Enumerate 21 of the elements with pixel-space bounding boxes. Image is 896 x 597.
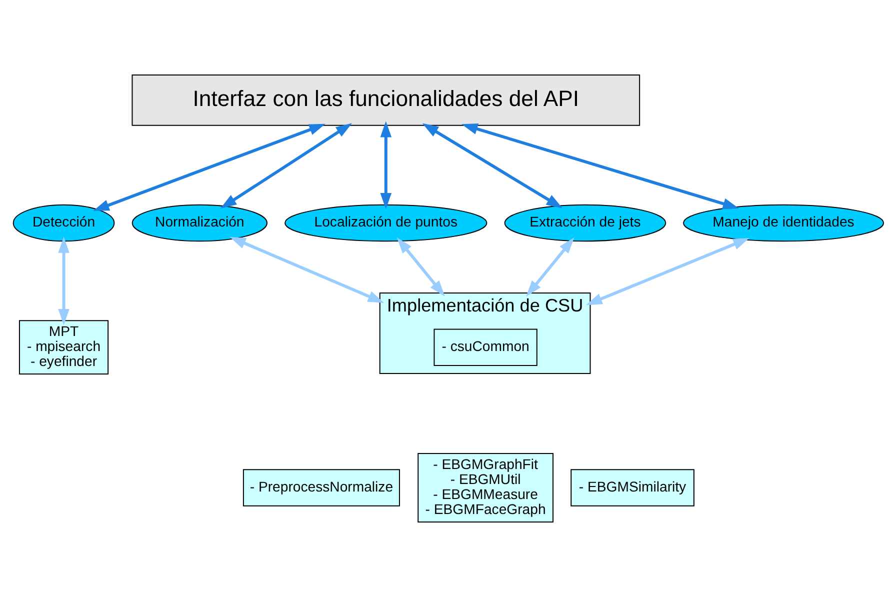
node-box: Interfaz con las funcionalidades del API [131,74,640,126]
node-box: - EBGMGraphFit - EBGMUtil - EBGMMeasure - EBGMFaceGraph [417,453,553,522]
node-box: - csuCommon [433,328,537,366]
arrow [461,123,739,210]
node-ellipse: Normalización [131,204,267,242]
arrow [220,123,352,209]
node-ellipse: Manejo de identidades [682,204,884,242]
node-box: - PreprocessNormalize [242,469,400,506]
node-box: MPT - mpisearch - eyefinder [18,320,108,374]
node-ellipse: Extracción de jets [504,204,666,242]
arrow [380,121,392,210]
arrow [586,238,749,306]
node-ellipse: Localización de puntos [284,204,487,242]
node-box: - EBGMSimilarity [570,469,694,506]
arrow [229,236,384,303]
arrow [422,123,562,208]
arrow [526,237,574,296]
arrow [58,236,69,326]
arrow [92,124,325,211]
node-ellipse: Detección [12,204,114,242]
arrow [396,237,444,296]
